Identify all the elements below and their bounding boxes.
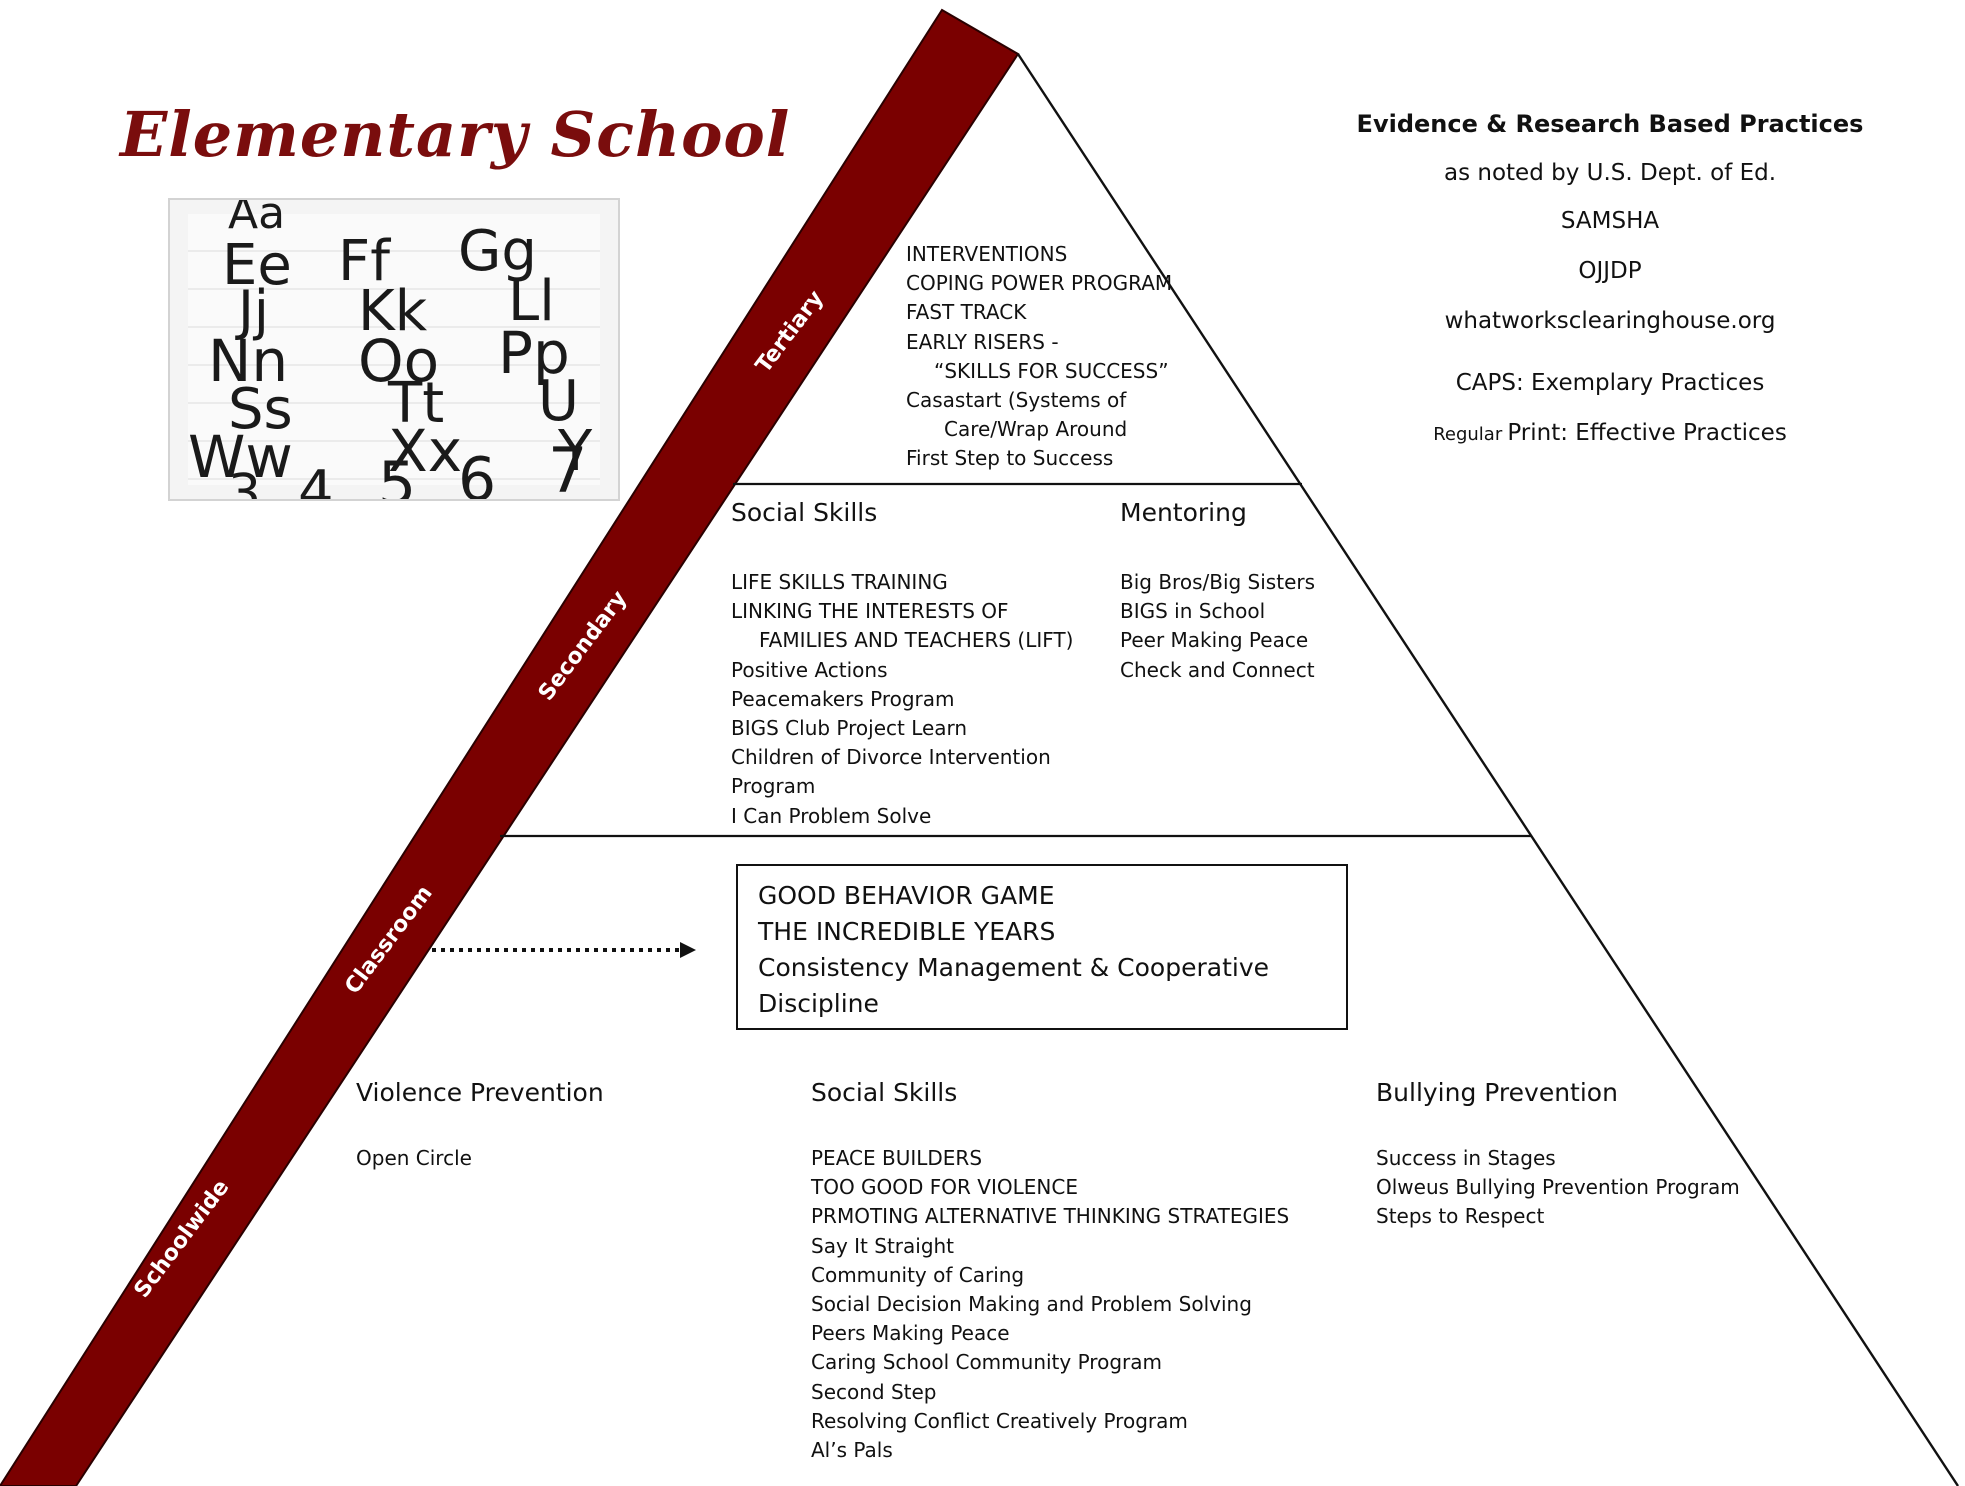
evidence-heading: Evidence & Research Based Practices xyxy=(1356,110,1864,138)
tertiary-item: “SKILLS FOR SUCCESS” xyxy=(934,358,1169,383)
schoolwide-social-heading: Social Skills xyxy=(811,1078,958,1107)
tertiary-item: Care/Wrap Around xyxy=(944,417,1128,442)
secondary-mentoring-list: Big Bros/Big Sisters BIGS in School Peer… xyxy=(1120,568,1315,685)
pyramid-right-edge xyxy=(1016,53,1960,1486)
photo-glyph: Ee xyxy=(222,233,292,298)
schoolwide-social-item: TOO GOOD FOR VIOLENCE xyxy=(811,1175,1078,1200)
photo-glyph: Xx xyxy=(388,417,463,485)
evidence-line: SAMSHA xyxy=(1560,208,1660,234)
secondary-social-item: Program xyxy=(731,774,816,799)
schoolwide-social-item: Say It Straight xyxy=(811,1233,955,1258)
photo-glyph: 7 xyxy=(548,434,588,501)
photo-glyph: Y xyxy=(558,419,593,484)
photo-glyph: Ll xyxy=(508,269,555,334)
schoolwide-bullying-item: Success in Stages xyxy=(1376,1146,1556,1170)
tertiary-list: INTERVENTIONS COPING POWER PROGRAM FAST … xyxy=(906,240,1172,474)
photo-glyph: Ww xyxy=(188,423,293,491)
photo-glyph: Ff xyxy=(338,229,390,294)
evidence-print-line: Regular Print: Effective Practices xyxy=(1433,420,1787,446)
photo-glyph: Pp xyxy=(498,319,570,387)
tertiary-item: COPING POWER PROGRAM xyxy=(906,271,1173,296)
schoolwide-social-item: Caring School Community Program xyxy=(811,1350,1162,1375)
alphabet-photo: Aa Ee Ff Gg Jj Kk Ll Nn Oo Pp Ss Tt U Ww… xyxy=(168,198,620,501)
evidence-regular-prefix: Regular xyxy=(1433,424,1503,445)
secondary-social-heading: Social Skills xyxy=(731,498,878,527)
photo-glyph: Jj xyxy=(238,279,269,342)
secondary-mentoring-heading: Mentoring xyxy=(1120,498,1247,527)
photo-glyph: 4 xyxy=(298,459,334,501)
tertiary-item: First Step to Success xyxy=(906,446,1114,471)
evidence-print-text: Print: Effective Practices xyxy=(1507,420,1787,446)
schoolwide-violence-item: Open Circle xyxy=(356,1146,472,1170)
classroom-arrow-head xyxy=(680,942,696,958)
schoolwide-social-item: PEACE BUILDERS xyxy=(811,1146,983,1170)
schoolwide-bullying-heading: Bullying Prevention xyxy=(1376,1078,1618,1107)
secondary-social-list: LIFE SKILLS TRAINING LINKING THE INTERES… xyxy=(731,568,1073,831)
tertiary-item: FAST TRACK xyxy=(906,300,1027,325)
classroom-item: GOOD BEHAVIOR GAME xyxy=(758,881,1055,910)
secondary-social-item: BIGS Club Project Learn xyxy=(731,716,968,741)
secondary-social-item: LIFE SKILLS TRAINING xyxy=(731,570,948,594)
secondary-social-item: Children of Divorce Intervention xyxy=(731,745,1051,770)
evidence-line: CAPS: Exemplary Practices xyxy=(1455,370,1765,396)
alphabet-sheet: Aa Ee Ff Gg Jj Kk Ll Nn Oo Pp Ss Tt U Ww… xyxy=(188,200,600,499)
schoolwide-bullying-item: Steps to Respect xyxy=(1376,1204,1545,1229)
schoolwide-social-item: Community of Caring xyxy=(811,1262,1025,1287)
classroom-item: Discipline xyxy=(758,989,879,1018)
secondary-mentoring-item: Big Bros/Big Sisters xyxy=(1120,570,1316,594)
tertiary-item: EARLY RISERS - xyxy=(906,329,1059,354)
secondary-mentoring-item: BIGS in School xyxy=(1120,599,1266,624)
tertiary-item: Casastart (Systems of xyxy=(906,388,1127,413)
evidence-line: as noted by U.S. Dept. of Ed. xyxy=(1443,160,1777,186)
photo-glyph: Ss xyxy=(228,377,293,442)
photo-glyph: 5 xyxy=(378,449,417,501)
photo-glyph: U xyxy=(538,369,579,434)
photo-glyph: Tt xyxy=(388,371,445,436)
photo-glyph: Kk xyxy=(358,279,428,344)
secondary-social-item: I Can Problem Solve xyxy=(731,803,932,828)
schoolwide-violence-list: Open Circle xyxy=(356,1144,472,1173)
schoolwide-social-item: PRMOTING ALTERNATIVE THINKING STRATEGIES xyxy=(811,1204,1290,1229)
schoolwide-social-item: Social Decision Making and Problem Solvi… xyxy=(811,1292,1252,1317)
photo-glyph: Nn xyxy=(208,327,289,395)
schoolwide-social-item: Second Step xyxy=(811,1379,937,1404)
secondary-social-item: LINKING THE INTERESTS OF xyxy=(731,599,1009,624)
schoolwide-social-item: Resolving Conflict Creatively Program xyxy=(811,1408,1188,1433)
photo-glyph: 3 xyxy=(228,464,262,501)
secondary-social-item: FAMILIES AND TEACHERS (LIFT) xyxy=(759,628,1074,653)
schoolwide-social-list: PEACE BUILDERS TOO GOOD FOR VIOLENCE PRM… xyxy=(811,1144,1289,1465)
classroom-item: THE INCREDIBLE YEARS xyxy=(758,917,1056,946)
schoolwide-social-item: Peers Making Peace xyxy=(811,1321,1010,1346)
photo-glyph: 6 xyxy=(458,445,497,501)
classroom-practices-box: GOOD BEHAVIOR GAME THE INCREDIBLE YEARS … xyxy=(736,864,1348,1030)
schoolwide-violence-heading: Violence Prevention xyxy=(356,1078,604,1107)
photo-glyph: Aa xyxy=(228,198,286,239)
secondary-social-item: Positive Actions xyxy=(731,657,888,682)
classroom-item: Consistency Management & Cooperative xyxy=(758,953,1269,982)
photo-glyph: Oo xyxy=(358,327,440,395)
photo-glyph: Gg xyxy=(458,219,537,284)
secondary-social-item: Peacemakers Program xyxy=(731,686,955,711)
schoolwide-bullying-item: Olweus Bullying Prevention Program xyxy=(1376,1175,1740,1200)
page-title: Elementary School xyxy=(120,98,791,171)
schoolwide-social-item: Al’s Pals xyxy=(811,1438,893,1463)
schoolwide-bullying-list: Success in Stages Olweus Bullying Preven… xyxy=(1376,1144,1740,1232)
secondary-mentoring-item: Peer Making Peace xyxy=(1120,628,1309,653)
evidence-line: OJJDP xyxy=(1578,258,1642,284)
secondary-mentoring-item: Check and Connect xyxy=(1120,657,1315,682)
tertiary-item: INTERVENTIONS xyxy=(906,242,1068,266)
evidence-line: whatworksclearinghouse.org xyxy=(1444,308,1776,334)
tier-banner xyxy=(0,8,1020,1486)
